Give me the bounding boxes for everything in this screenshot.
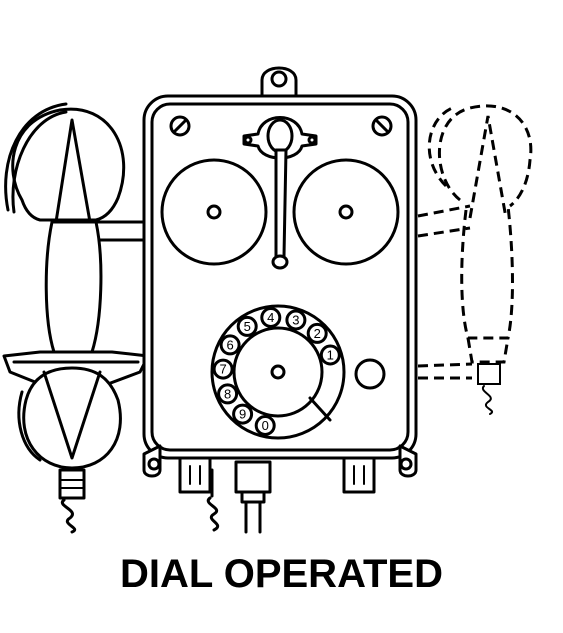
dial-digit-0: 0: [262, 418, 269, 433]
cabinet-bottom-fittings: [142, 444, 418, 534]
screw-top-left-icon: [169, 115, 191, 137]
bell-clapper: [242, 116, 318, 270]
dial-hole-0: [254, 415, 276, 436]
dial-digit-7: 7: [219, 362, 226, 377]
figure-caption: DIAL OPERATED: [120, 552, 443, 596]
dial-hole-5: [236, 315, 258, 337]
ringer-bell-left: [160, 158, 268, 266]
dial-digit-2: 2: [314, 326, 321, 341]
dial-finger-holes: 123 4 567 89 0: [212, 307, 341, 436]
rotary-dial: 123 4 567 89 0: [210, 304, 346, 440]
dial-digit-3: 3: [292, 313, 299, 328]
dial-hole-7: [212, 358, 234, 380]
dial-digit-1: 1: [327, 348, 334, 363]
crank-knob: [354, 358, 386, 390]
dial-hole-1: [319, 344, 341, 366]
dial-hole-9: [232, 403, 254, 425]
dial-hole-6: [219, 334, 241, 356]
finger-stop: [308, 396, 332, 422]
dial-hole-8: [217, 383, 239, 405]
dial-hole-4: [260, 307, 282, 328]
dial-digit-6: 6: [226, 337, 233, 352]
dial-telephone-illustration: 123 4 567 89 0: [2, 66, 533, 534]
dial-digit-4: 4: [267, 310, 274, 325]
dial-digit-5: 5: [244, 319, 251, 334]
dial-hole-3: [285, 309, 307, 331]
dial-digit-9: 9: [239, 407, 246, 422]
dial-hole-2: [306, 322, 328, 344]
dial-digit-8: 8: [224, 386, 231, 401]
screw-top-right-icon: [371, 115, 393, 137]
handset-alternate-position: [417, 104, 533, 415]
mounting-tab: [260, 66, 298, 98]
handset: [4, 102, 126, 534]
ringer-bell-right: [292, 158, 400, 266]
